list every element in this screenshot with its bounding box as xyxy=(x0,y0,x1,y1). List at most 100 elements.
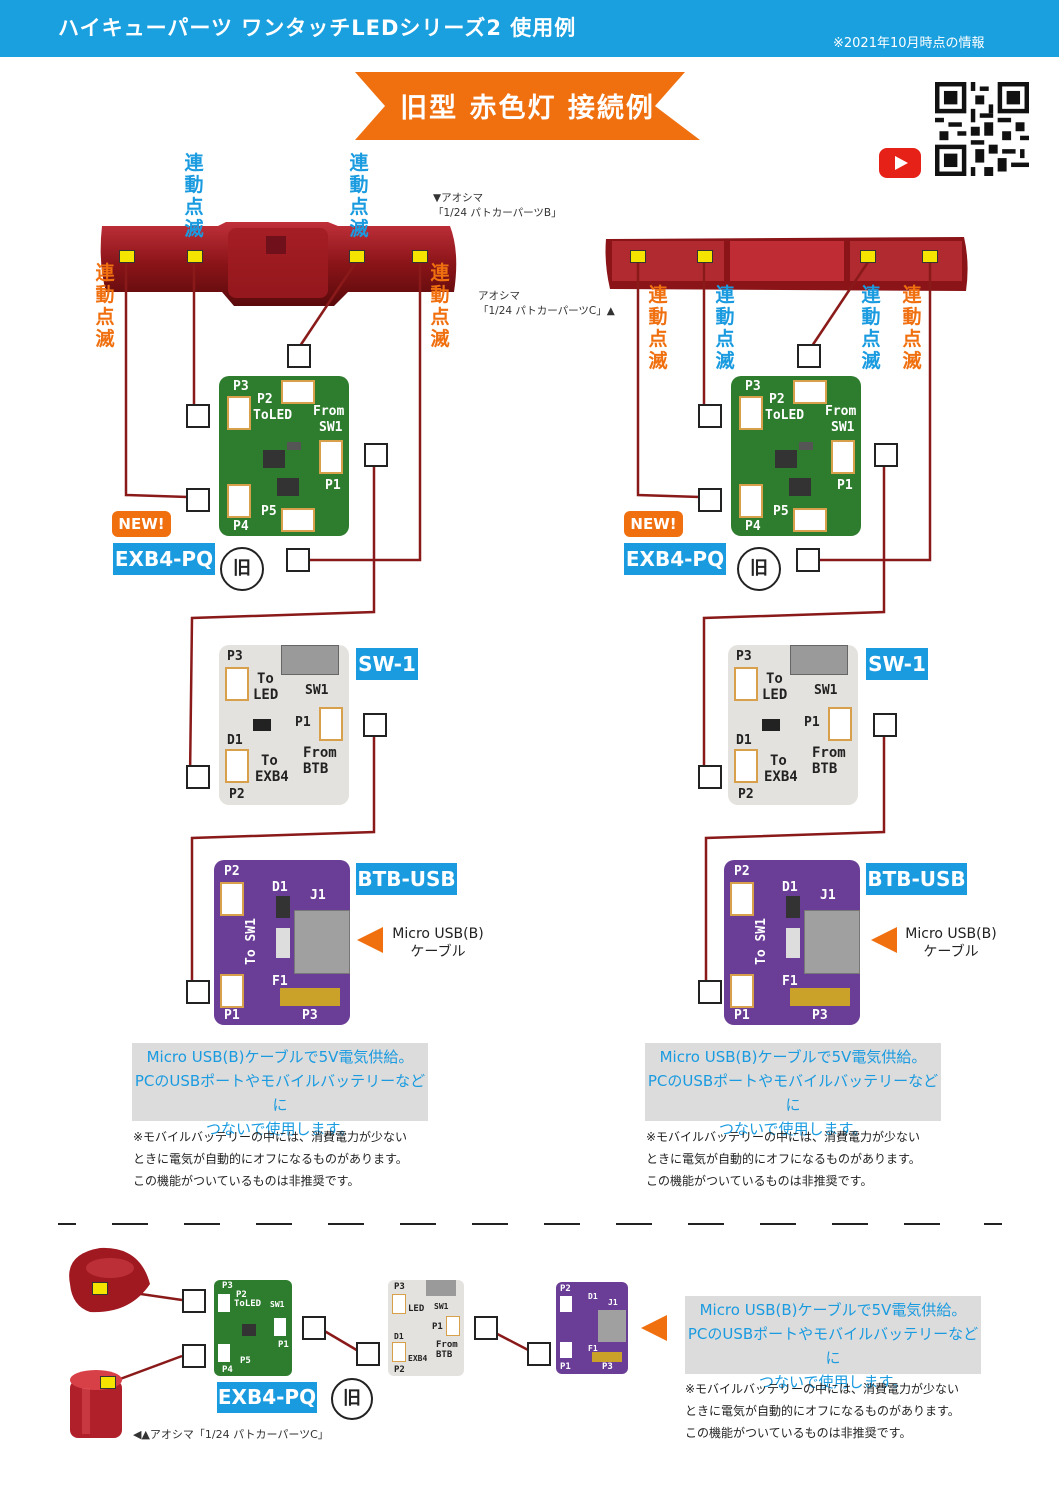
pin-label: P3 xyxy=(736,649,752,664)
pin-label: D1 xyxy=(394,1332,404,1341)
pin-label: P3 xyxy=(812,1008,828,1023)
connector-socket[interactable] xyxy=(182,1344,206,1368)
board-text: EXB4 xyxy=(255,769,289,785)
sw-1-board: P3 To LED SW1 P1 D1 From BTB To EXB4 P2 xyxy=(219,645,349,805)
pin-label: P3 xyxy=(745,379,761,394)
board-text: BTB xyxy=(436,1350,453,1360)
usb-cable-label: Micro USB(B)ケーブル xyxy=(905,926,997,960)
battery-note: ※モバイルバッテリーの中には、消費電力が少ないときに電気が自動的にオフになるもの… xyxy=(685,1382,960,1440)
btb-usb-board: P2 D1 J1 To SW1 F1 P1 P3 xyxy=(724,860,860,1025)
connector-socket[interactable] xyxy=(186,980,210,1004)
product-caption: ◀▲アオシマ「1/24 パトカーパーツC」 xyxy=(133,1428,329,1441)
connector-socket[interactable] xyxy=(186,488,210,512)
connector-socket[interactable] xyxy=(186,404,210,428)
board-text: BTB xyxy=(812,761,838,777)
sw-1-label: SW-1 xyxy=(866,648,928,680)
connector-socket[interactable] xyxy=(363,713,387,737)
qr-code-icon[interactable] xyxy=(935,82,1029,176)
board-text: SW1 xyxy=(831,420,855,435)
pin-label: P3 xyxy=(602,1362,613,1372)
beacon-light-dome xyxy=(70,1370,122,1438)
pin-label: J1 xyxy=(310,888,326,903)
pin-label: P3 xyxy=(227,649,243,664)
board-text: To xyxy=(257,671,274,687)
board-text: SW1 xyxy=(319,420,343,435)
pin-label: P1 xyxy=(560,1362,571,1372)
btb-usb-label: BTB-USB xyxy=(866,863,967,895)
pin-label: P2 xyxy=(734,864,750,879)
board-text: LED xyxy=(408,1304,425,1314)
board-text: SW1 xyxy=(270,1300,285,1309)
sw-1-board-small: P3 LED SW1 P1 D1 From BTB EXB4 P2 xyxy=(388,1280,464,1376)
btb-usb-board: P2 D1 J1 To SW1 F1 P1 P3 xyxy=(214,860,350,1025)
connector-socket[interactable] xyxy=(287,344,311,368)
pin-label: P2 xyxy=(738,787,754,802)
board-text: To xyxy=(261,753,278,769)
pin-label: P3 xyxy=(222,1281,233,1291)
board-text: From xyxy=(313,404,345,419)
connector-socket[interactable] xyxy=(302,1316,326,1340)
label-blink-sync: 連動点滅 xyxy=(95,262,115,350)
board-text: BTB xyxy=(303,761,329,777)
connector-socket[interactable] xyxy=(797,344,821,368)
led-chip xyxy=(922,250,938,263)
board-text: To SW1 xyxy=(244,918,259,965)
pin-label: P2 xyxy=(257,392,273,407)
connector-socket[interactable] xyxy=(796,548,820,572)
pin-label: J1 xyxy=(820,888,836,903)
board-text: From xyxy=(825,404,857,419)
connector-socket[interactable] xyxy=(874,443,898,467)
label-blink-sync: 連動点滅 xyxy=(861,284,881,372)
led-chip xyxy=(412,250,428,263)
board-text: From xyxy=(303,745,337,761)
connector-socket[interactable] xyxy=(356,1342,380,1366)
exb4-pq-board: P3 P2 ToLED From SW1 P1 P5 P4 xyxy=(731,376,861,536)
connector-socket[interactable] xyxy=(698,488,722,512)
led-chip xyxy=(630,250,646,263)
usb-cable-label: Micro USB(B)ケーブル xyxy=(392,926,484,960)
connector-socket[interactable] xyxy=(527,1342,551,1366)
connector-socket[interactable] xyxy=(698,404,722,428)
label-blink-sync: 連動点滅 xyxy=(902,284,922,372)
pin-label: D1 xyxy=(782,880,798,895)
connector-socket[interactable] xyxy=(286,548,310,572)
pin-label: P2 xyxy=(236,1290,247,1300)
led-chip xyxy=(349,250,365,263)
beacon-light-teardrop xyxy=(69,1247,150,1313)
board-text: From xyxy=(812,745,846,761)
header-bar xyxy=(0,0,1059,57)
pin-label: P3 xyxy=(233,379,249,394)
compat-old-badge: 旧 xyxy=(737,547,781,591)
label-blink-sync: 連動点滅 xyxy=(715,284,735,372)
pin-label: F1 xyxy=(272,974,288,989)
exb4-pq-label: EXB4-PQ xyxy=(624,543,726,575)
connector-socket[interactable] xyxy=(698,980,722,1004)
exb4-pq-board: P3 P2 ToLED From SW1 P1 P5 P4 xyxy=(219,376,349,536)
battery-note: ※モバイルバッテリーの中には、消費電力が少ないときに電気が自動的にオフになるもの… xyxy=(133,1130,408,1188)
pin-label: P5 xyxy=(240,1356,251,1366)
product-caption: アオシマ 「1/24 パトカーパーツC」▲ xyxy=(478,290,615,317)
label-blink-sync: 連動点滅 xyxy=(648,284,668,372)
connector-socket[interactable] xyxy=(364,443,388,467)
connector-socket[interactable] xyxy=(186,765,210,789)
led-chip xyxy=(100,1376,116,1389)
board-text: LED xyxy=(253,687,279,703)
label-blink-sync: 連動点滅 xyxy=(430,262,450,350)
connector-socket[interactable] xyxy=(182,1289,206,1313)
connector-socket[interactable] xyxy=(474,1316,498,1340)
youtube-icon[interactable] xyxy=(879,148,921,178)
arrow-left-icon xyxy=(871,927,897,953)
btb-usb-label: BTB-USB xyxy=(356,863,457,895)
board-text: LED xyxy=(762,687,788,703)
connector-socket[interactable] xyxy=(698,765,722,789)
led-chip xyxy=(92,1282,108,1295)
board-text: ToLED xyxy=(253,408,293,423)
section-divider xyxy=(58,1223,1002,1225)
pin-label: P1 xyxy=(278,1340,289,1350)
connector-socket[interactable] xyxy=(873,713,897,737)
power-info-box: Micro USB(B)ケーブルで5V電気供給。PCのUSBポートやモバイルバッ… xyxy=(132,1043,428,1138)
board-text: SW1 xyxy=(814,683,838,698)
board-text: EXB4 xyxy=(408,1354,428,1363)
label-blink-sync: 連動点滅 xyxy=(349,152,369,240)
led-chip xyxy=(119,250,135,263)
